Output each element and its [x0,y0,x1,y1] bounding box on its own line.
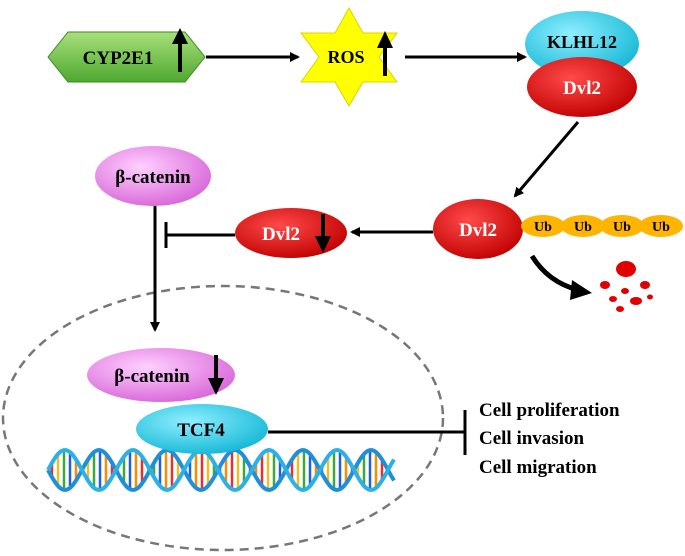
inhibition-tcf4-outcomes [268,410,467,455]
outcome-migration: Cell migration [479,457,597,478]
klhl12-node: KLHL12 [525,11,639,77]
ubiquitin-3-label: Ub [613,220,631,235]
ubiquitin-1-label: Ub [534,220,552,235]
beta-catenin-nuclear-label: β-catenin [114,366,190,387]
tcf4-node: TCF4 [136,404,268,454]
dvl2-ub-node: Dvl2 [433,199,523,259]
klhl12-label: KLHL12 [547,32,617,52]
inhibition-dvl2-betacatenin [164,222,235,248]
degradation-fragments-icon [600,261,653,312]
beta-catenin-top-node: β-catenin [95,146,211,206]
ubiquitin-2 [561,215,605,237]
ubiquitin-chain: Ub Ub Ub Ub [521,215,683,237]
outcomes-list: Cell proliferation Cell invasion Cell mi… [479,400,620,478]
up-arrow-icon [377,31,393,76]
ros-label: ROS [327,47,364,67]
ros-node: ROS [300,6,398,107]
beta-catenin-nuclear-node: β-catenin [87,348,235,402]
ubiquitin-4 [639,215,683,237]
dvl2-down-node: Dvl2 [235,208,347,258]
beta-catenin-top-label: β-catenin [115,167,191,188]
ubiquitin-2-label: Ub [574,220,592,235]
nucleus-boundary [1,284,445,552]
outcome-proliferation: Cell proliferation [479,400,620,421]
dna-helix-icon [46,448,396,492]
degradation-arrow [529,254,592,300]
ubiquitin-4-label: Ub [652,220,670,235]
ubiquitin-1 [521,215,565,237]
down-arrow-icon [208,355,224,395]
dvl2-down-label: Dvl2 [262,224,300,245]
cyp2e1-label: CYP2E1 [83,48,154,69]
dvl2-ub-label: Dvl2 [459,220,497,241]
up-arrow-icon [172,28,188,72]
dvl2-bound-node: Dvl2 [527,57,637,117]
arrow-dvl2-ubiquitination [513,121,580,198]
down-arrow-icon [315,214,331,253]
dvl2-bound-label: Dvl2 [563,78,601,99]
tcf4-label: TCF4 [177,420,225,441]
ubiquitin-3 [600,215,644,237]
outcome-invasion: Cell invasion [479,428,584,449]
cyp2e1-node: CYP2E1 [47,28,206,83]
